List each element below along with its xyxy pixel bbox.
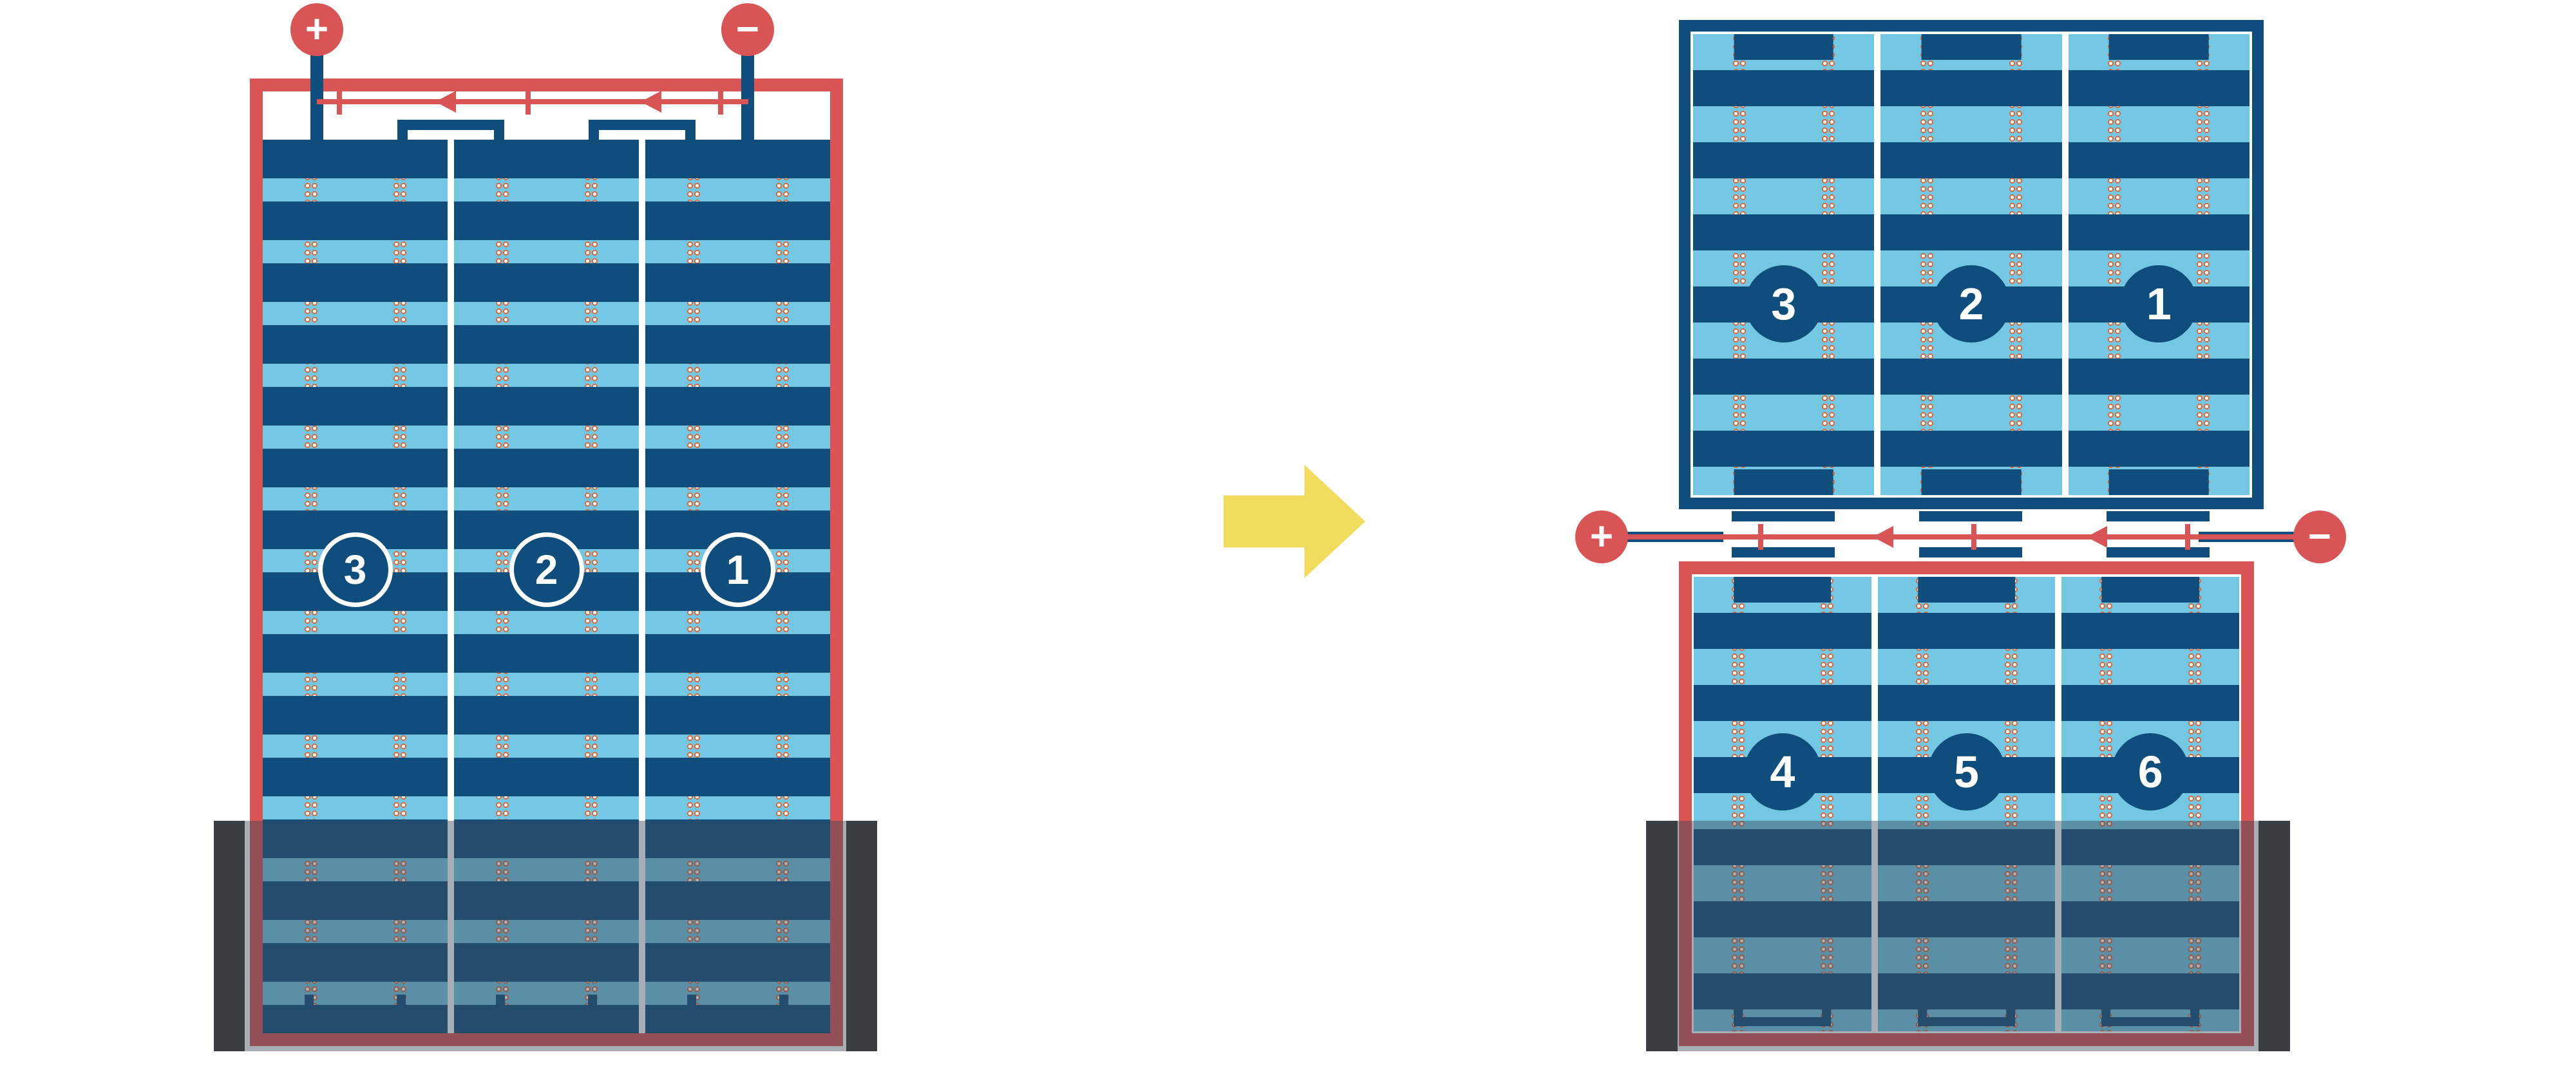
plus-terminal-lead	[310, 37, 323, 140]
wire-tick	[1758, 524, 1763, 550]
right-top-string-2: 2	[1880, 34, 2062, 495]
bottom-connector	[687, 995, 789, 1028]
inter-module-connector	[2107, 547, 2210, 557]
minus-sign: −	[735, 7, 760, 52]
right-bottom-module-frame	[1679, 561, 2254, 1046]
current-arrow-icon	[2087, 526, 2107, 548]
inter-module-connector	[2107, 511, 2210, 521]
shade-overlay	[214, 821, 877, 1051]
series-jumper	[397, 120, 504, 142]
transform-arrow-icon	[1224, 465, 1365, 578]
right-top-string-3: 3	[1693, 34, 1875, 495]
current-arrow-icon	[435, 91, 456, 113]
wire-tick	[337, 89, 342, 115]
shade-bar	[2259, 821, 2290, 1051]
right-bottom-string-6: 6	[2061, 577, 2240, 1031]
right-top-string-1: 1	[2068, 34, 2249, 495]
string-number: 4	[1743, 733, 1821, 810]
right-top-cell-panel: 3 2 1	[1693, 34, 2249, 495]
bottom-connector	[495, 995, 598, 1028]
string-number: 3	[1745, 265, 1823, 342]
top-connector	[2108, 34, 2209, 60]
bottom-connector	[1734, 469, 1834, 495]
inter-module-connector	[1919, 511, 2022, 521]
right-bottom-string-5: 5	[1877, 577, 2056, 1031]
bottom-connector	[2101, 993, 2199, 1026]
minus-terminal-lead	[741, 37, 754, 140]
plus-sign: +	[1589, 514, 1614, 559]
inter-module-connector	[1732, 547, 1835, 557]
plus-terminal-icon: +	[290, 3, 343, 56]
left-string-3: 3	[263, 140, 448, 1033]
cell-rows	[1880, 34, 2062, 495]
inter-module-connector	[1919, 547, 2022, 557]
bottom-connector	[1917, 993, 2016, 1026]
cell-rows	[1693, 34, 1875, 495]
string-number: 3	[317, 532, 393, 607]
left-string-1: 1	[645, 140, 830, 1033]
minus-sign: −	[2307, 514, 2332, 559]
minus-terminal-icon: −	[2293, 511, 2346, 563]
left-module-frame	[250, 79, 843, 1046]
top-connector	[1917, 577, 2016, 603]
string-number: 2	[1932, 265, 2010, 342]
left-module-cell-panel: 3 2 1	[263, 140, 830, 1033]
string-number: 6	[2112, 733, 2190, 810]
right-bottom-cell-panel: 4 5 6	[1694, 577, 2240, 1031]
current-wire	[317, 99, 748, 104]
string-number: 1	[2120, 265, 2198, 342]
plus-sign: +	[305, 7, 329, 52]
current-wire	[1610, 534, 2313, 539]
current-arrow-icon	[641, 91, 661, 113]
inter-module-connector	[1732, 511, 1835, 521]
current-arrow-icon	[1873, 526, 1893, 548]
top-connector	[1734, 577, 1832, 603]
string-number: 1	[700, 532, 775, 607]
wire-tick	[718, 89, 723, 115]
shade-overlay	[1646, 821, 2290, 1051]
bottom-connector	[304, 995, 406, 1028]
bottom-connector	[1921, 469, 2022, 495]
top-connector	[1734, 34, 1834, 60]
wire-tick	[2185, 524, 2190, 550]
plus-terminal-icon: +	[1575, 511, 1628, 563]
shade-bar	[214, 821, 245, 1051]
right-top-module-frame	[1679, 20, 2264, 509]
shade-bar	[1646, 821, 1678, 1051]
string-number: 5	[1927, 733, 2005, 810]
left-string-2: 2	[454, 140, 639, 1033]
bottom-connector	[1734, 993, 1832, 1026]
series-jumper	[589, 120, 696, 142]
string-number: 2	[509, 532, 584, 607]
wire-tick	[1971, 524, 1976, 550]
top-connector	[1921, 34, 2022, 60]
wire-tick	[526, 89, 531, 115]
bottom-connector	[2108, 469, 2209, 495]
minus-terminal-icon: −	[721, 3, 774, 56]
top-connector	[2101, 577, 2199, 603]
shade-bar	[846, 821, 877, 1051]
cell-rows	[2068, 34, 2249, 495]
right-bottom-string-4: 4	[1694, 577, 1871, 1031]
